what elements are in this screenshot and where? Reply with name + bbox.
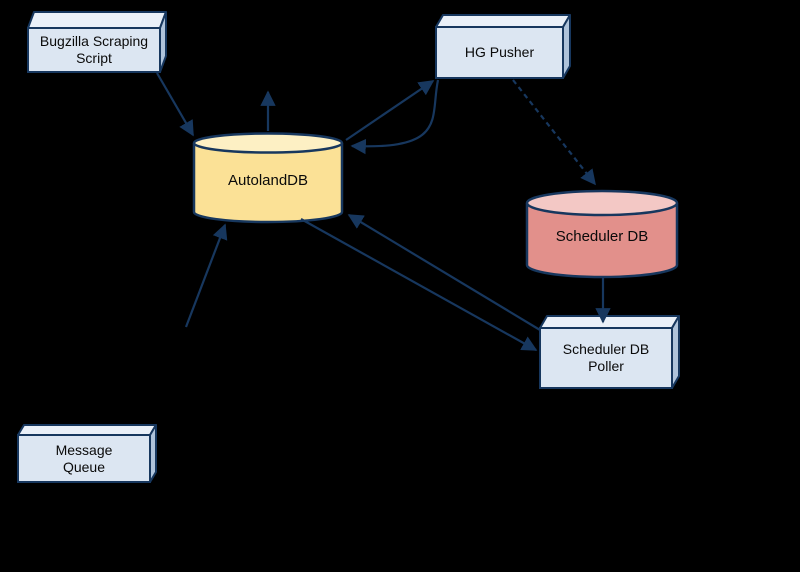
- edge-poller-to-autolanddb: [347, 214, 541, 331]
- box-front-face: [27, 27, 161, 73]
- box-front-face: [435, 26, 564, 79]
- cylinder-body: [192, 143, 344, 224]
- edge-hgpusher-to-autolanddb: [350, 79, 440, 155]
- node-autoland-db: [192, 132, 344, 224]
- box-top-face: [539, 315, 680, 329]
- edge-bugzilla-to-autolanddb: [156, 72, 194, 137]
- cylinder-body: [525, 203, 679, 279]
- cylinder-top: [525, 189, 679, 217]
- edge-hgpusher-to-schedulerdb-dashed: [512, 79, 596, 186]
- box-top-face: [17, 424, 157, 436]
- box-front-face: [539, 327, 673, 389]
- box-front-face: [17, 434, 151, 483]
- box-top-face: [27, 11, 167, 29]
- node-bugzilla-scraping-script: [27, 11, 167, 73]
- box-top-face: [435, 14, 571, 28]
- box-right-face: [671, 315, 680, 389]
- node-message-queue: [17, 424, 157, 483]
- node-scheduler-db-poller: [539, 315, 680, 389]
- box-right-face: [562, 14, 571, 79]
- edge-autolanddb-to-hgpusher: [345, 80, 435, 141]
- edge-lowerleft-to-autolanddb: [184, 223, 228, 328]
- edge-autolanddb-to-poller: [300, 218, 538, 351]
- node-scheduler-db: [525, 189, 679, 279]
- node-hg-pusher: [435, 14, 571, 79]
- cylinder-top: [192, 132, 344, 154]
